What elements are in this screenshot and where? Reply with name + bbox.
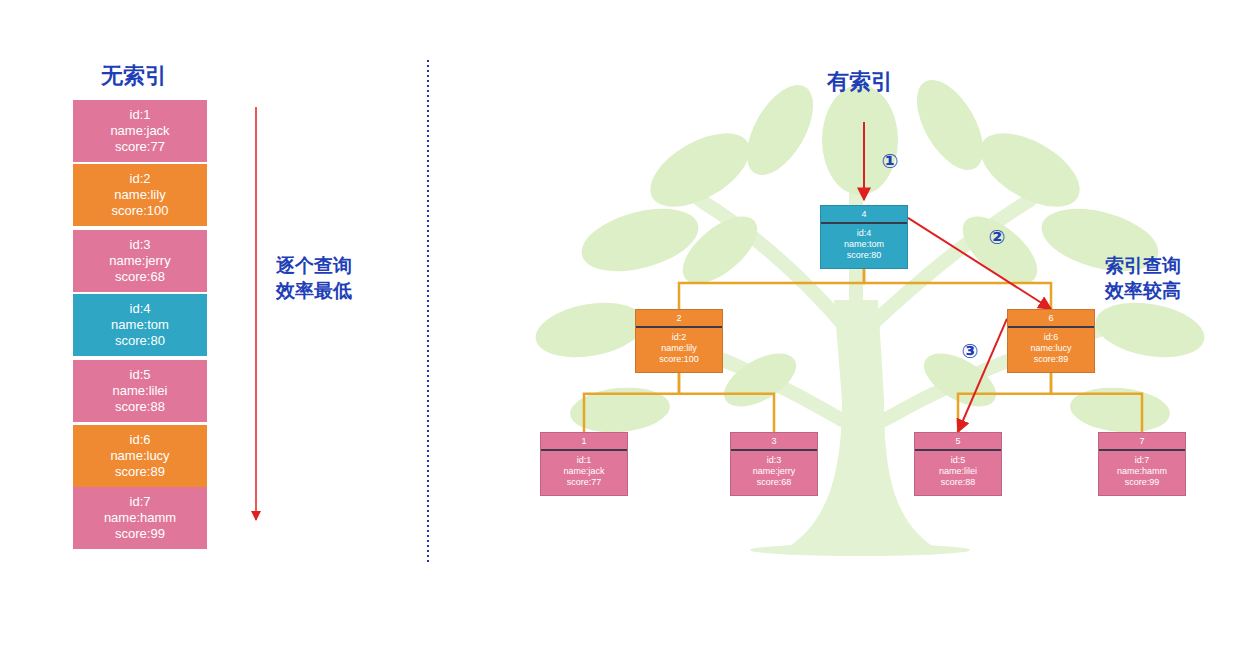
field-text: id:3 (761, 455, 788, 466)
field-text: score:100 (653, 354, 705, 365)
index-tree-node: 3 id:3name:jerryscore:68 (730, 432, 818, 496)
field-text: name:lilei (933, 466, 983, 477)
section-title: 有索引 (827, 68, 893, 97)
field-text: id:4 (851, 228, 878, 239)
field-text: id:5 (130, 367, 151, 383)
field-text: score:99 (115, 526, 165, 542)
field-text: name:tom (838, 239, 890, 250)
table-row-box: id:2name:lilyscore:100 (73, 164, 207, 226)
field-text: id:7 (1129, 455, 1156, 466)
callout-number: ③ (962, 338, 979, 364)
field-text: id:5 (945, 455, 972, 466)
index-tree-node: 1 id:1name:jackscore:77 (540, 432, 628, 496)
field-text: name:lily (114, 187, 165, 203)
node-key: 3 (731, 433, 817, 451)
field-text: name:jerry (747, 466, 802, 477)
field-text: name:tom (111, 317, 169, 333)
field-text: name:jerry (109, 253, 170, 269)
note-text: 索引查询 效率较高 (1105, 254, 1192, 303)
field-text: score:77 (561, 477, 608, 488)
table-row-box: id:3name:jerryscore:68 (73, 230, 207, 292)
field-text: score:88 (115, 399, 165, 415)
index-tree-node: 5 id:5name:lileiscore:88 (914, 432, 1002, 496)
field-text: score:89 (1028, 354, 1075, 365)
tree-link (584, 373, 679, 432)
index-tree-node: 2 id:2name:lilyscore:100 (635, 309, 723, 373)
node-key: 4 (821, 206, 907, 224)
note-text: 逐个查询 效率最低 (276, 254, 363, 303)
node-key: 6 (1008, 310, 1094, 328)
index-tree-node: 7 id:7name:hammscore:99 (1098, 432, 1186, 496)
node-key: 1 (541, 433, 627, 451)
scan-arrow (255, 107, 257, 520)
section-title: 无索引 (101, 62, 167, 91)
index-tree-node: 4 id:4name:tomscore:80 (820, 205, 908, 269)
field-text: score:100 (111, 203, 168, 219)
field-text: id:6 (130, 432, 151, 448)
field-text: id:2 (666, 332, 693, 343)
callout-number: ② (989, 224, 1006, 250)
table-row-box: id:5name:lileiscore:88 (73, 360, 207, 422)
table-row-box: id:4name:tomscore:80 (73, 294, 207, 356)
field-text: id:6 (1038, 332, 1065, 343)
node-key: 5 (915, 433, 1001, 451)
field-text: name:lucy (1024, 343, 1077, 354)
node-key: 2 (636, 310, 722, 328)
field-text: name:lilei (113, 383, 168, 399)
tree-link (1051, 373, 1142, 432)
field-text: score:68 (751, 477, 798, 488)
field-text: id:4 (130, 301, 151, 317)
field-text: name:hamm (1111, 466, 1173, 477)
tree-link (958, 373, 1051, 432)
field-text: name:jack (110, 123, 169, 139)
field-text: score:80 (841, 250, 888, 261)
field-text: id:3 (130, 237, 151, 253)
field-text: id:7 (130, 494, 151, 510)
search-arrow (958, 319, 1007, 432)
field-text: score:77 (115, 139, 165, 155)
field-text: name:jack (557, 466, 610, 477)
field-text: id:1 (571, 455, 598, 466)
field-text: score:80 (115, 333, 165, 349)
field-text: score:89 (115, 464, 165, 480)
field-text: id:2 (130, 171, 151, 187)
field-text: name:lily (655, 343, 703, 354)
node-key: 7 (1099, 433, 1185, 451)
tree-link (864, 269, 1051, 309)
search-arrow (908, 218, 1051, 309)
field-text: name:lucy (110, 448, 169, 464)
entry-arrow (863, 122, 865, 200)
table-row-box: id:6name:lucyscore:89 (73, 425, 207, 487)
field-text: score:68 (115, 269, 165, 285)
callout-number: ① (882, 148, 899, 174)
table-row-box: id:1name:jackscore:77 (73, 100, 207, 162)
divider (427, 60, 429, 565)
tree-link (679, 373, 774, 432)
field-text: name:hamm (104, 510, 176, 526)
table-row-box: id:7name:hammscore:99 (73, 487, 207, 549)
field-text: score:88 (935, 477, 982, 488)
field-text: score:99 (1119, 477, 1166, 488)
tree-illustration (531, 69, 1208, 556)
field-text: id:1 (130, 107, 151, 123)
index-tree-node: 6 id:6name:lucyscore:89 (1007, 309, 1095, 373)
tree-link (679, 269, 864, 309)
